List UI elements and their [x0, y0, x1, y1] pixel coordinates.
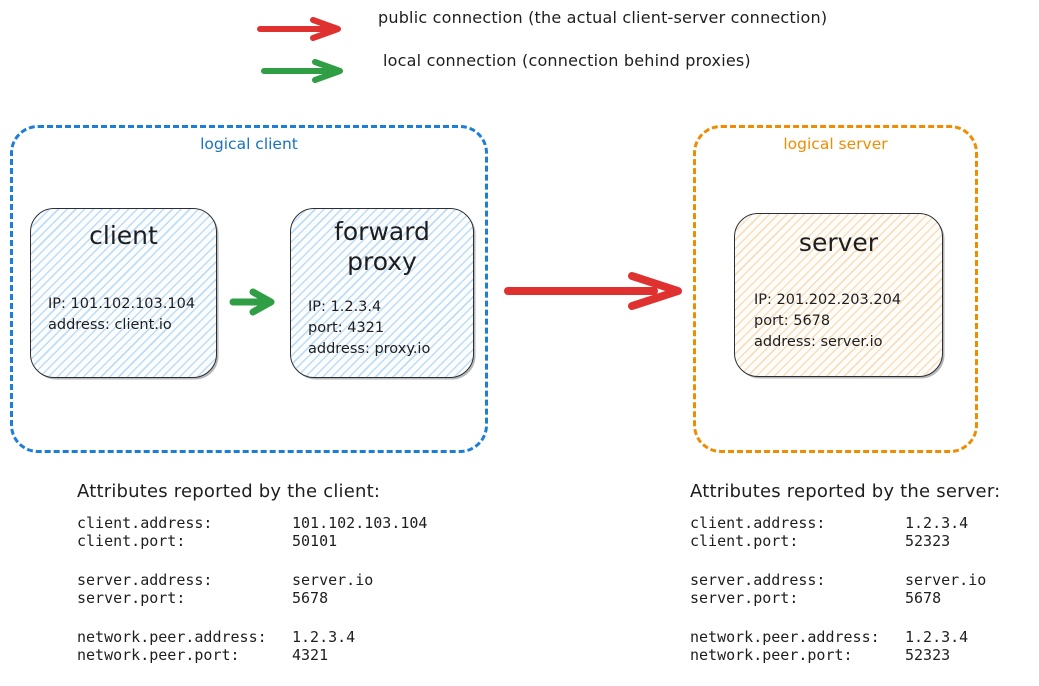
- server-node-title: server: [798, 228, 879, 257]
- attr-key: server.address:: [690, 571, 826, 589]
- attr-key: network.peer.port:: [690, 646, 853, 664]
- server-node: server IP: 201.202.203.204 port: 5678 ad…: [734, 213, 943, 377]
- server-attributes-table: client.address: 1.2.3.4 client.port: 52323…: [690, 514, 1000, 664]
- attr-value: server.io: [905, 571, 987, 589]
- attr-row: network.peer.port: 4321: [77, 646, 427, 664]
- attr-key: network.peer.address:: [77, 628, 267, 646]
- attr-row: server.address: server.io: [690, 571, 1000, 589]
- attr-key: network.peer.port:: [77, 646, 240, 664]
- server-attr-group-network-peer: network.peer.address: 1.2.3.4 network.pee…: [690, 628, 1000, 664]
- client-node-details: IP: 101.102.103.104 address: client.io: [48, 294, 195, 336]
- server-address: address: server.io: [754, 334, 883, 350]
- forward-proxy-node-details: IP: 1.2.3.4 port: 4321 address: proxy.io: [308, 297, 430, 360]
- attr-value: server.io: [292, 571, 374, 589]
- attr-key: client.port:: [690, 532, 799, 550]
- logical-server-label: logical server: [783, 135, 888, 153]
- legend-public-connection-label: public connection (the actual client-ser…: [378, 8, 828, 27]
- server-node-details: IP: 201.202.203.204 port: 5678 address: …: [754, 290, 901, 353]
- logical-server-group: logical server server IP: 201.202.203.20…: [693, 125, 978, 453]
- attr-row: client.address: 1.2.3.4: [690, 514, 1000, 532]
- client-node: client IP: 101.102.103.104 address: clie…: [30, 208, 217, 378]
- attr-value: 50101: [292, 532, 338, 550]
- client-attributes-section: Attributes reported by the client: clien…: [77, 481, 427, 685]
- attr-value: 5678: [292, 589, 329, 607]
- logical-client-label: logical client: [200, 135, 298, 153]
- attr-value: 4321: [292, 646, 329, 664]
- attr-value: 1.2.3.4: [292, 628, 356, 646]
- attr-value: 5678: [905, 589, 942, 607]
- client-attributes-table: client.address: 101.102.103.104 client.po…: [77, 514, 427, 664]
- client-ip: IP: 101.102.103.104: [48, 296, 196, 312]
- server-attr-group-client: client.address: 1.2.3.4 client.port: 52323: [690, 514, 1000, 550]
- attr-key: server.port:: [77, 589, 186, 607]
- server-ip: IP: 201.202.203.204: [754, 292, 902, 308]
- client-to-proxy-arrow-icon: [229, 288, 275, 316]
- attr-value: 101.102.103.104: [292, 514, 428, 532]
- logical-client-group: logical client client IP: 101.102.103.10…: [10, 125, 488, 453]
- attr-key: network.peer.address:: [690, 628, 880, 646]
- attr-row: client.port: 52323: [690, 532, 1000, 550]
- server-attributes-title: Attributes reported by the server:: [690, 481, 1001, 502]
- client-attributes-title: Attributes reported by the client:: [77, 481, 381, 502]
- attr-key: client.address:: [77, 514, 213, 532]
- server-attr-group-server: server.address: server.io server.port: 567…: [690, 571, 1000, 607]
- proxy-ip: IP: 1.2.3.4: [308, 299, 382, 315]
- attr-key: server.port:: [690, 589, 799, 607]
- attr-row: network.peer.address: 1.2.3.4: [690, 628, 1000, 646]
- attr-row: client.address: 101.102.103.104: [77, 514, 427, 532]
- server-attributes-section: Attributes reported by the server: clien…: [690, 481, 1000, 685]
- forward-proxy-node: forward proxy IP: 1.2.3.4 port: 4321 add…: [290, 208, 474, 378]
- proxy-port: port: 4321: [308, 320, 385, 336]
- legend-local-connection-label: local connection (connection behind prox…: [383, 51, 751, 70]
- client-attr-group-server: server.address: server.io server.port: 567…: [77, 571, 427, 607]
- attr-value: 52323: [905, 646, 951, 664]
- attr-value: 1.2.3.4: [905, 628, 969, 646]
- attr-row: server.port: 5678: [77, 589, 427, 607]
- client-address: address: client.io: [48, 317, 172, 333]
- attr-row: network.peer.address: 1.2.3.4: [77, 628, 427, 646]
- attr-value: 52323: [905, 532, 951, 550]
- local-connection-arrow-icon: [261, 59, 343, 83]
- client-attr-group-network-peer: network.peer.address: 1.2.3.4 network.pee…: [77, 628, 427, 664]
- client-node-title: client: [89, 221, 158, 250]
- attr-key: server.address:: [77, 571, 213, 589]
- client-attr-group-client: client.address: 101.102.103.104 client.po…: [77, 514, 427, 550]
- attr-row: server.port: 5678: [690, 589, 1000, 607]
- attr-key: client.port:: [77, 532, 186, 550]
- public-connection-arrow-icon: [257, 17, 341, 41]
- attr-row: client.port: 50101: [77, 532, 427, 550]
- proxy-address: address: proxy.io: [308, 341, 431, 357]
- attr-row: server.address: server.io: [77, 571, 427, 589]
- attr-key: client.address:: [690, 514, 826, 532]
- server-port: port: 5678: [754, 313, 831, 329]
- attr-value: 1.2.3.4: [905, 514, 969, 532]
- attr-row: network.peer.port: 52323: [690, 646, 1000, 664]
- proxy-to-server-arrow-icon: [504, 272, 682, 310]
- forward-proxy-node-title: forward proxy: [334, 217, 430, 276]
